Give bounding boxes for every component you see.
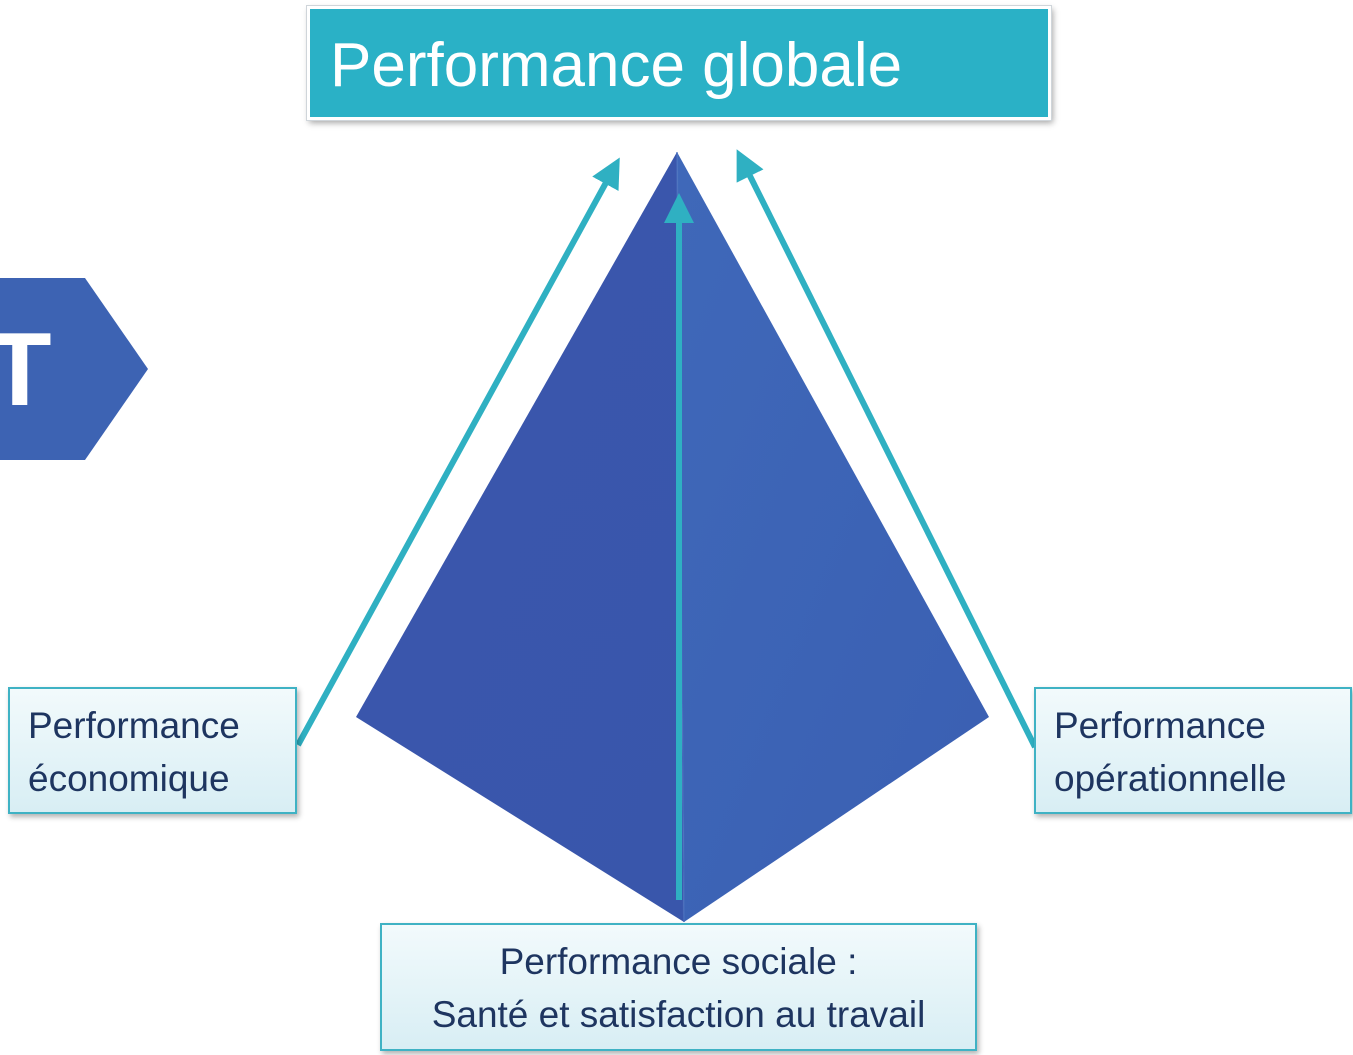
arrow-operationnelle-to-globale [736,149,1038,749]
title-box-performance-globale: Performance globale [307,6,1051,120]
title-text: Performance globale [330,31,903,100]
node-sociale-line-2: Santé et satisfaction au travail [431,994,926,1035]
node-economique-line-1: Performance [28,705,240,746]
node-performance-operationnelle: Performance opérationnelle [1034,687,1352,814]
node-sociale-line-1: Performance sociale : [499,941,858,982]
node-operationnelle-line-2: opérationnelle [1054,758,1287,799]
pyramid-right-face [677,152,989,922]
side-hexagon-shape [0,278,148,460]
node-performance-sociale: Performance sociale : Santé et satisfact… [380,923,977,1051]
pyramid-left-face [356,152,684,922]
node-economique-line-2: économique [28,758,230,799]
node-performance-economique: Performance économique [8,687,297,814]
arrow-economique-to-globale [295,157,620,747]
side-hexagon-letter: T [0,312,52,428]
node-operationnelle-line-1: Performance [1054,705,1266,746]
